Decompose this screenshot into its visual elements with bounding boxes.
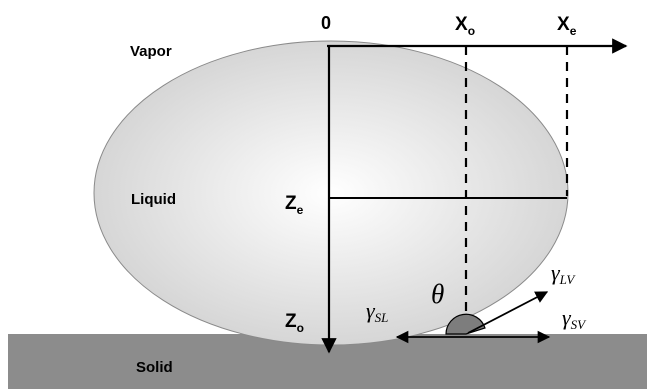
origin-label: 0 <box>321 13 331 33</box>
gamma-lv-arrow <box>467 291 549 334</box>
z-e-label: Ze <box>285 193 304 217</box>
x-o-label: Xo <box>455 14 475 38</box>
x-e-label: Xe <box>557 14 577 38</box>
liquid-label: Liquid <box>131 191 176 208</box>
gamma-sl-label: γSL <box>366 298 388 325</box>
vapor-label: Vapor <box>130 43 172 60</box>
z-o-label: Zo <box>285 311 304 335</box>
gamma-lv-label: γLV <box>551 260 576 287</box>
theta-label: θ <box>431 279 444 309</box>
solid-label: Solid <box>136 359 173 376</box>
gamma-sv-label: γSV <box>562 305 587 332</box>
